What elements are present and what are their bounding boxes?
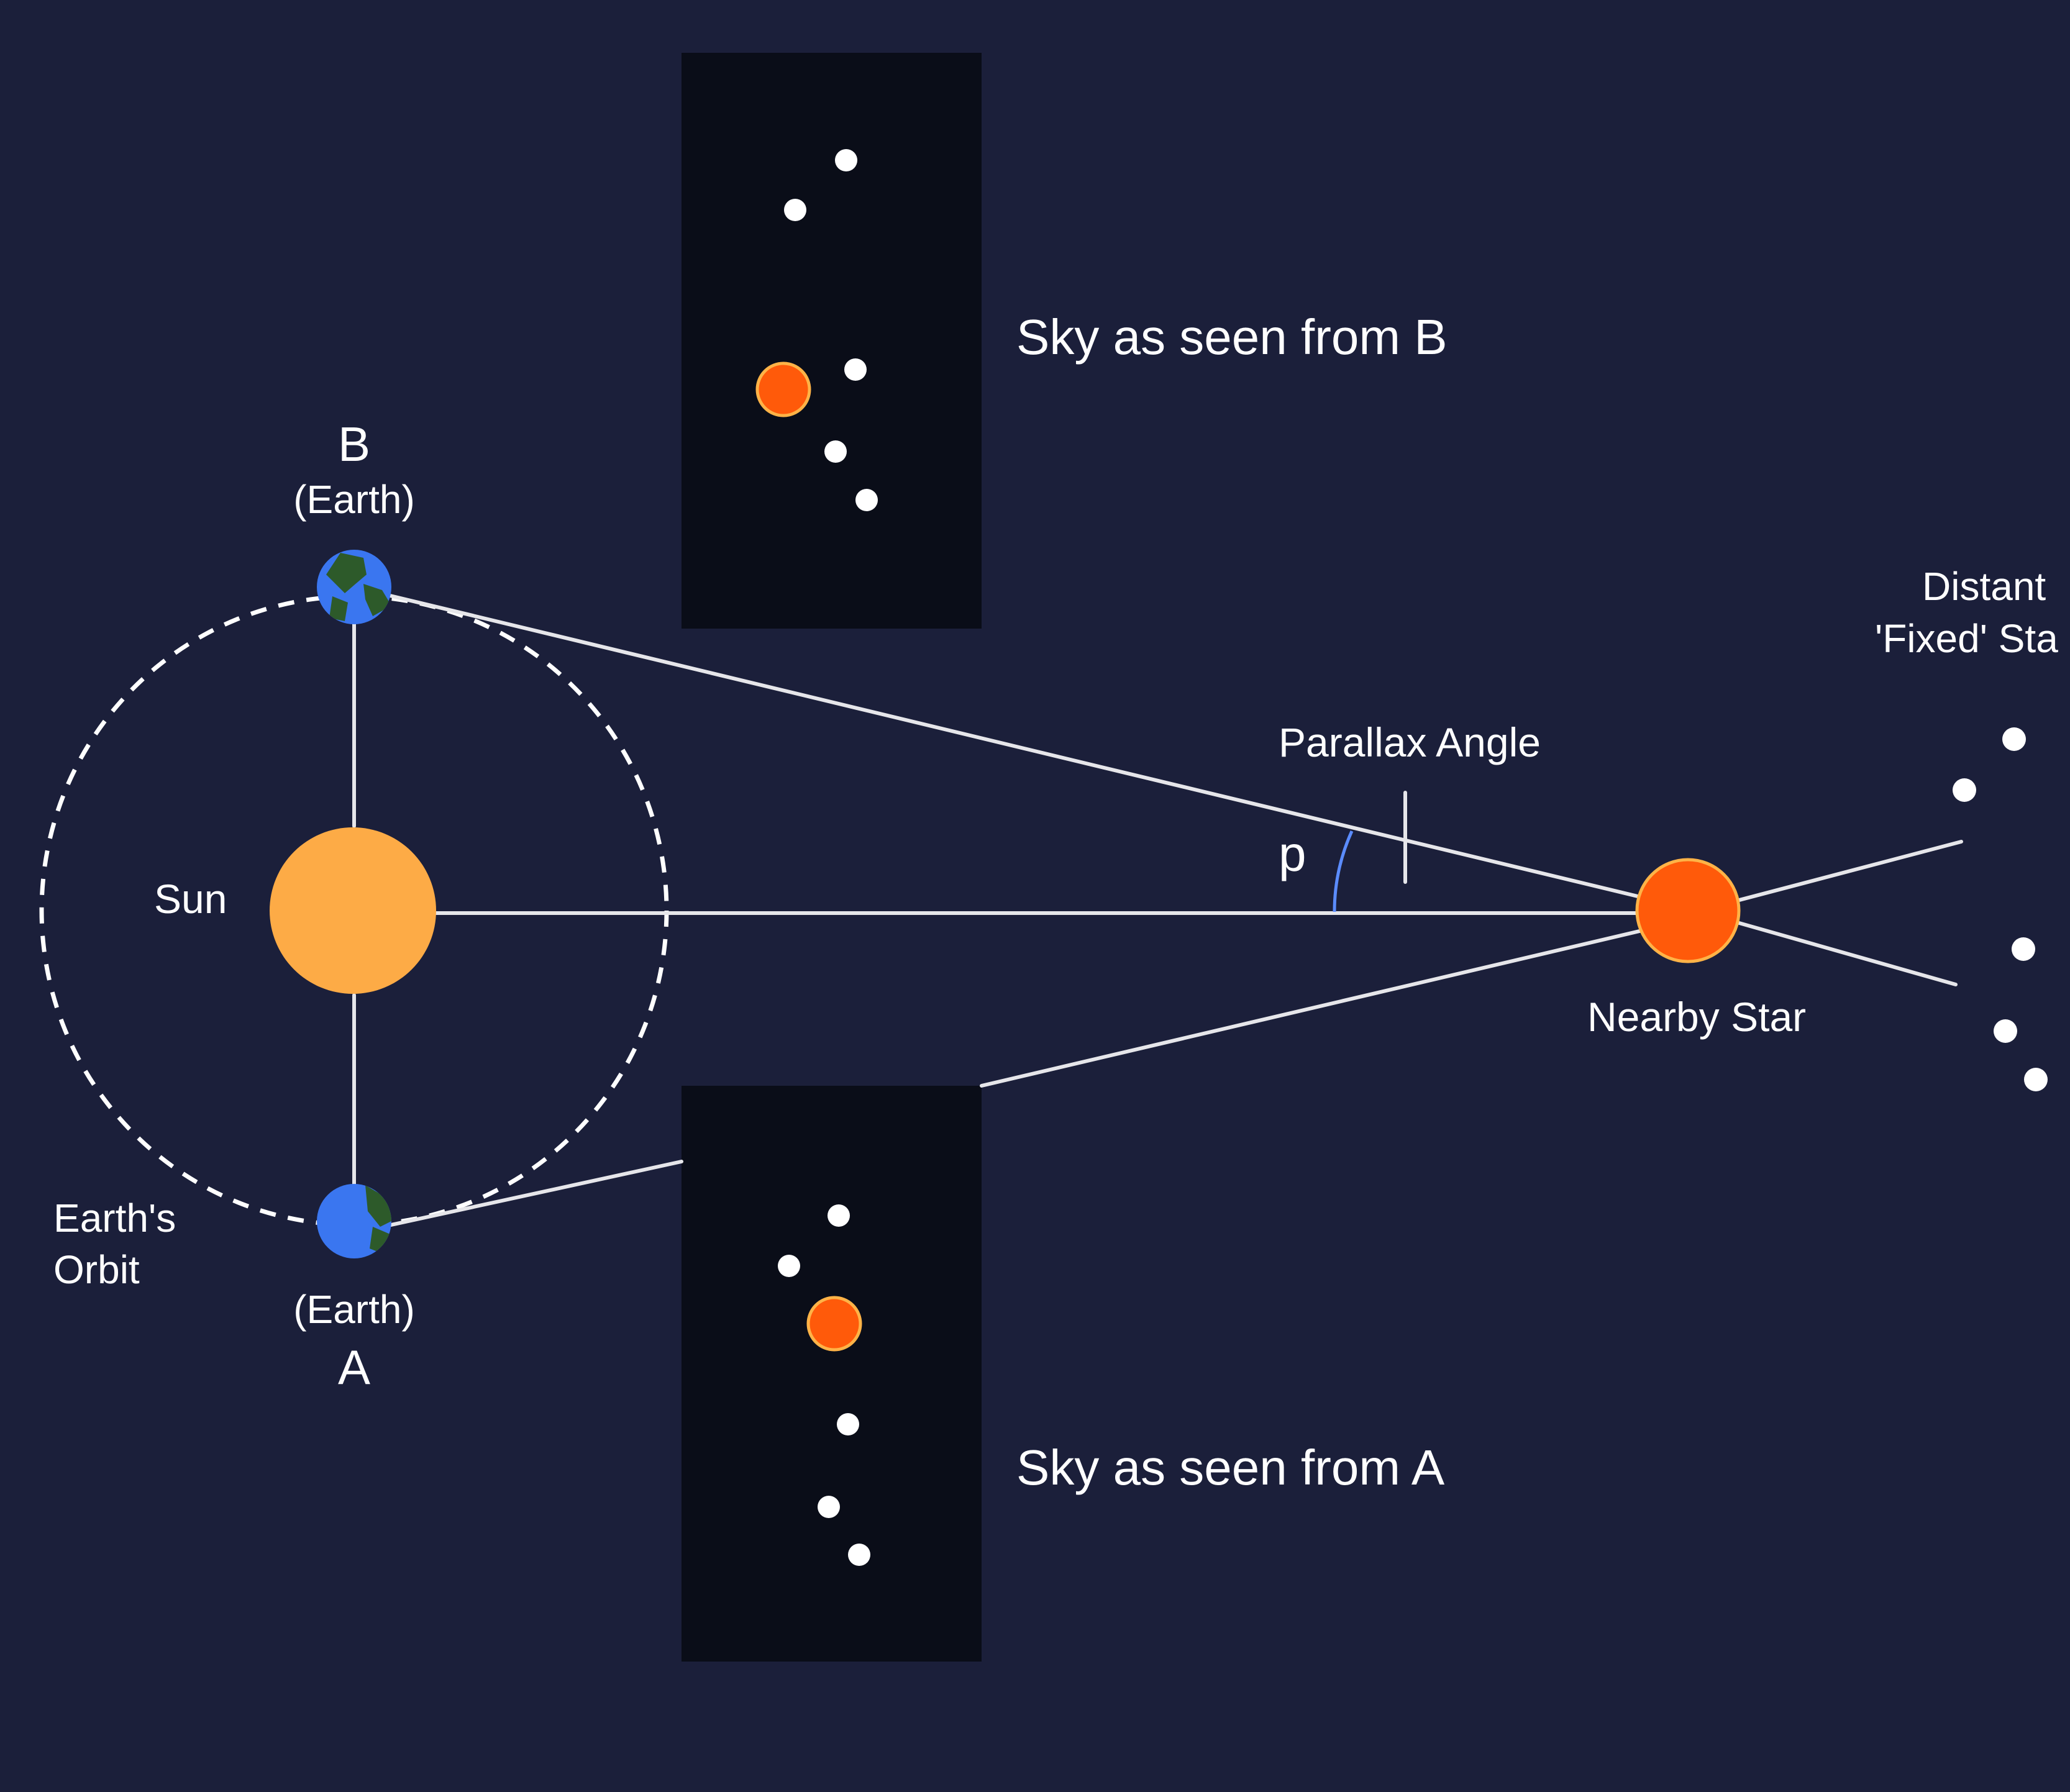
sky-b-star	[784, 199, 806, 221]
sky-a-star	[837, 1413, 859, 1435]
sky-b-label: Sky as seen from B	[1016, 309, 1448, 365]
earth-b-icon	[317, 550, 391, 624]
distant-label-line1: Distant	[1922, 564, 2046, 609]
sky-panel-b	[682, 53, 982, 629]
sky-b-star	[844, 358, 867, 381]
sky-b-star	[855, 489, 878, 511]
sun-icon	[270, 827, 436, 994]
sky-a-label: Sky as seen from A	[1016, 1440, 1445, 1495]
nearby-star-label: Nearby Star	[1587, 994, 1806, 1040]
distant-star	[2024, 1068, 2048, 1091]
sky-b-star	[824, 440, 847, 463]
sky-a-star	[848, 1544, 870, 1566]
line-b-to-star	[352, 585, 1689, 910]
orbit-label-line1: Earth's	[53, 1196, 176, 1240]
sun-label: Sun	[154, 876, 227, 922]
distant-star	[1953, 778, 1976, 802]
sky-a-star	[818, 1496, 840, 1518]
sky-b-stars	[784, 149, 878, 511]
distant-stars	[1953, 727, 2048, 1091]
point-b-label: B	[338, 417, 370, 471]
sky-b-nearby-star	[755, 362, 811, 417]
distant-star	[2012, 937, 2035, 961]
line-star-to-panel	[980, 917, 1692, 1088]
sky-a-star	[828, 1204, 850, 1227]
distant-star	[1994, 1019, 2017, 1043]
nearby-star	[1635, 858, 1741, 963]
earth-b-label: (Earth)	[293, 477, 415, 522]
earth-a-label: (Earth)	[293, 1287, 415, 1332]
distant-star	[2002, 727, 2026, 751]
sky-b-star	[835, 149, 857, 171]
orbit-label-line2: Orbit	[53, 1247, 140, 1292]
point-a-label: A	[338, 1340, 370, 1394]
sky-a-stars	[778, 1204, 870, 1566]
sky-a-nearby-star	[806, 1296, 862, 1352]
sky-panel-a	[682, 1086, 982, 1662]
sky-a-star	[778, 1255, 800, 1277]
parallax-angle-label: Parallax Angle	[1279, 719, 1541, 765]
parallax-angle-arc	[1333, 830, 1354, 912]
distant-label-line2: 'Fixed' Sta	[1875, 616, 2058, 661]
parallax-p-label: p	[1279, 826, 1306, 881]
line-a-to-panel	[352, 1160, 683, 1235]
